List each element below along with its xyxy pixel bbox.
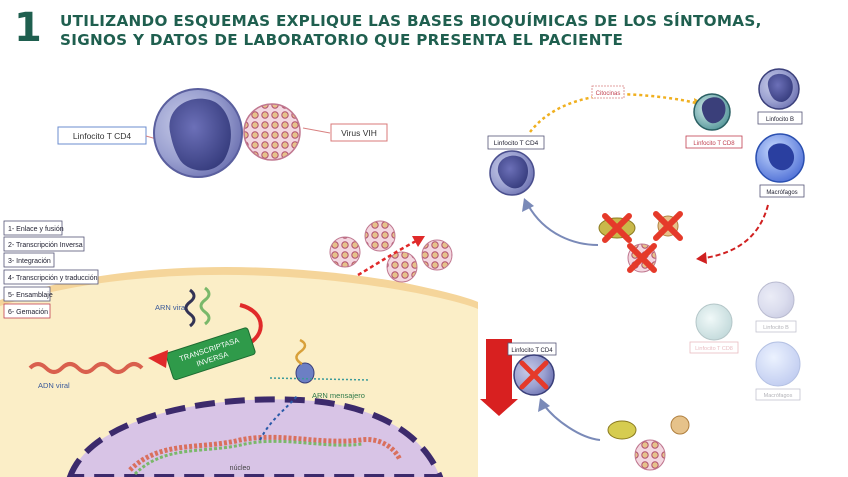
b-cell-nucleus-icon (767, 73, 793, 102)
step-box-5 (3, 286, 51, 302)
budding-virus-icon-4 (421, 239, 453, 271)
virus-label: Virus VIH (341, 128, 377, 138)
budding-virus-icon-2 (364, 220, 396, 252)
dep-virus-icon (670, 415, 690, 435)
dep-bacteria-icon (607, 420, 637, 440)
rna-label: ARN viral (155, 303, 187, 312)
step-box-6 (3, 303, 51, 319)
dna-label: ADN viral (38, 381, 70, 390)
return-arrow (704, 204, 769, 259)
b-cell-label-box (757, 111, 803, 125)
step-box-3 (3, 252, 55, 268)
step-4: 4- Transcripción y traducción (8, 275, 98, 282)
cd4-label: Linfocito T CD4 (73, 131, 132, 141)
budding-virus-icon-3 (386, 251, 418, 283)
enzyme-arrowhead (148, 350, 168, 368)
faded-b-icon (757, 281, 795, 319)
step-box-1 (3, 220, 63, 236)
viral-rna-strand-1 (184, 288, 196, 328)
immune-cycle-diagram: Linfocito T CD4 Citocinas Linfocito T CD… (487, 68, 805, 273)
step-3: 3- Integración (8, 258, 51, 265)
virus-label-box (330, 123, 388, 142)
dep-arrow (543, 404, 601, 441)
replication-cell-diagram: núcleo ARN viral TRANSCRIPTASA INVERSA A… (0, 220, 478, 477)
faded-cd8-icon (695, 303, 733, 341)
faded-b-label: Linfocito B (763, 325, 789, 331)
cycle-back-arrowhead (522, 198, 534, 212)
macrophage-nucleus-icon (768, 143, 795, 171)
cytokines-label-box (591, 85, 625, 99)
virus-pointer-line (302, 127, 331, 134)
return-arrowhead (696, 252, 707, 264)
budding-virus-icon-1 (329, 236, 361, 268)
cd8-nucleus-icon (701, 97, 726, 124)
b-cell-label: Linfocito B (766, 117, 794, 123)
page-title: UTILIZANDO ESQUEMAS EXPLIQUE LAS BASES B… (60, 12, 840, 50)
step-1: 1- Enlace y fusión (8, 226, 64, 233)
cycle-cd4-label: Linfocito T CD4 (494, 140, 539, 147)
dep-cd4-label: Linfocito T CD4 (511, 348, 553, 354)
step-5: 5- Ensamblaje (8, 292, 53, 299)
faded-b-label-box (755, 320, 797, 333)
macrophage-label-box (759, 184, 805, 198)
cycle-cd4-nucleus-icon (497, 155, 528, 189)
faded-macrophage-icon (755, 341, 801, 387)
cd4-nucleus-icon (169, 98, 231, 171)
cytokine-arrow (529, 93, 701, 133)
depleted-immunity-diagram: Linfocito T CD4 Linfocito T CD8 Linfocit… (480, 281, 801, 471)
gemation-arrowhead (412, 236, 425, 247)
cycle-cd4-label-box (487, 135, 545, 150)
hiv-virus-icon (243, 103, 301, 161)
steps-list: 1- Enlace y fusión 2- Transcripción Inve… (3, 220, 99, 319)
cd4-label-box (57, 126, 147, 145)
title-line-1: UTILIZANDO ESQUEMAS EXPLIQUE LAS BASES B… (60, 12, 762, 30)
step-2: 2- Transcripción Inversa (8, 242, 83, 249)
cycle-back-arrow (527, 204, 599, 246)
faded-cells: Linfocito T CD8 Linfocito B Macrófagos (689, 281, 801, 401)
step-6: 6- Gemación (8, 309, 48, 316)
step-box-4 (3, 269, 99, 285)
dep-arrowhead (538, 398, 550, 412)
macrophage-label: Macrófagos (766, 190, 797, 196)
decrease-arrow-head (480, 399, 518, 416)
host-dna-strand (128, 434, 403, 472)
cd8-label: Linfocito T CD8 (693, 141, 735, 147)
title-line-2: SIGNOS Y DATOS DE LABORATORIO QUE PRESEN… (60, 31, 624, 49)
step-box-2 (3, 236, 85, 252)
protein-chain (295, 338, 307, 366)
ribosome-icon (295, 362, 315, 384)
dep-hiv-icon (634, 439, 666, 471)
viral-dna-helix (28, 362, 144, 374)
dep-cd4-cross (519, 360, 549, 390)
faded-cd8-label-box (689, 341, 739, 354)
mrna-strand (269, 377, 371, 381)
transcription-arrow (259, 394, 299, 441)
nucleus-label: núcleo (230, 465, 251, 472)
faded-macrophage-label: Macrófagos (764, 393, 793, 399)
faded-macrophage-label-box (755, 388, 801, 401)
mrna-label: ARN mensajero (312, 391, 365, 400)
top-cd4-virus-diagram: Linfocito T CD4 Virus VIH (57, 88, 388, 178)
section-number: 1 (14, 5, 42, 51)
viral-rna-strand-2 (199, 286, 211, 326)
cytokines-label: Citocinas (596, 91, 621, 97)
cd8-label-box (685, 135, 743, 149)
cross-marks (602, 211, 683, 273)
integrated-dna-strand (133, 439, 363, 476)
faded-cd8-label: Linfocito T CD8 (695, 346, 733, 352)
